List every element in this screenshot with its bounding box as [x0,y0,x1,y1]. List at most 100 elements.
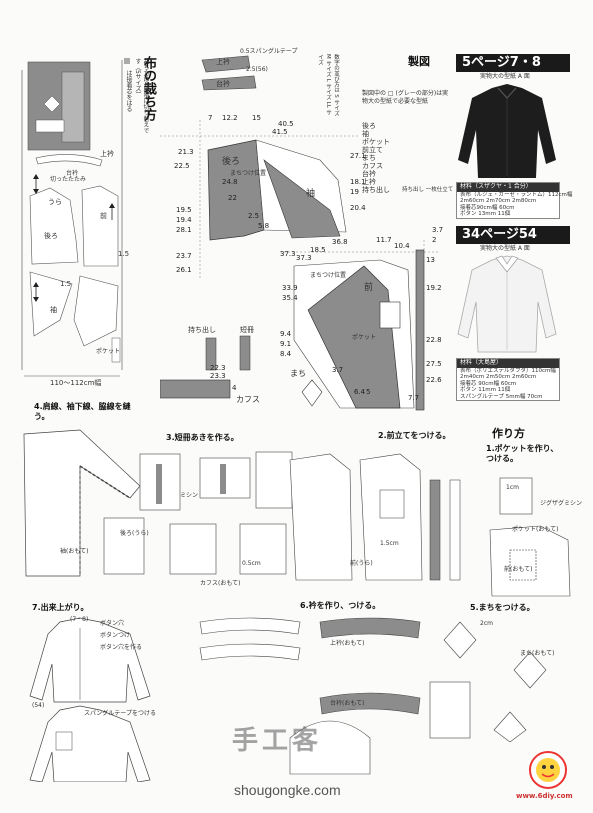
label-seam-2: 1.5 [60,280,72,288]
draft-back-label: 後ろ [222,157,241,167]
product-2-materials: 材料（大島屋） 表布（ポリエステルタフタ）110cm幅 2m40cm 2m50c… [456,358,560,401]
label-ue: 上衿 [100,150,114,158]
white-shirt-photo [457,255,557,353]
piece-4: まち [362,154,376,162]
label-ushiro: 後ろ [44,232,58,240]
product-1-materials: 材料（スザクヤ・1 合分） 表布（ルジェ・ガーゼ・ラントム）112cm幅 2m6… [456,182,573,219]
product-2-mat-3: ボタン 11mm 11個 [460,387,511,393]
dim-left-3: 19.4 [176,216,192,224]
dim-top-4: 41.5 [272,128,288,136]
dim-front-10: 3.7 [332,366,344,374]
dim-fr-3: 19.2 [426,284,442,292]
note-buttonhole: ボタン穴 [100,620,125,627]
cutting-note-1: 裁ち方は4段階に切り替えです（5サイズ） [134,58,149,134]
dim-center-3: 5.8 [258,222,270,230]
product-1-mat-0: 表布（ルジェ・ガーゼ・ラントム）112cm幅 [460,191,573,198]
dim-front-1: 10.4 [394,242,410,250]
dim-left-4: 28.1 [176,226,192,234]
product-2-mat-4: スパングルテープ 5mm幅 70cm [460,393,543,400]
step-6-diagram [199,617,421,775]
stamp-text: www.6diy.com [516,792,573,800]
dim-cuffs-1: 23.3 [210,372,226,380]
step-7-title: 7.出来上がり。 [32,603,89,612]
note-sode-omote: 袖(おもて) [60,548,89,555]
dim-left-2: 19.5 [176,206,192,214]
dim-left-1: 22.5 [174,162,190,170]
dim-fr-4: 22.8 [426,336,442,344]
note-buttonsew: ボタンつけ [100,632,131,639]
black-shirt-photo [458,84,556,178]
draft-cuffs-label: カフス [236,395,260,404]
draft-area: 上衿 台衿 0.5スパングルテープ 2.5(56) 7 12.2 15 40.5… [160,40,450,420]
dim-right-2: 19 [350,188,359,196]
dim-fr-5: 27.5 [426,360,442,368]
logo-text: 手工客 [232,726,323,756]
product-1-mat-3: ボタン 13mm 11個 [460,211,511,217]
label-mae: 前 [100,212,107,220]
draft-diagram [160,55,440,412]
dim-center-1: 22 [228,194,237,202]
note-78: (7・8) [70,616,89,623]
product-1-mat-title: 材料（スザクヤ・1 合分） [457,183,559,192]
product-2-sub: 実物大の型紙 A 面 [480,245,530,252]
note-54: (54) [32,702,45,709]
label-kirikomi: 切ったたたみ [50,176,87,183]
note-buttonhole-make: ボタン穴を作る [100,644,143,651]
dim-right-0: 27.1 [350,152,366,160]
piece-8: 持ち出し [362,186,390,194]
cutting-width: 110〜112cm幅 [50,379,102,387]
dim-left-0: 21.3 [178,148,194,156]
cutting-layout: 布の裁ち方 裁ち方は4段階に切り替えです（5サイズ） は接着芯をはる うら 後ろ… [0,0,160,400]
seizu-title: 製図 [408,55,430,68]
note-05cm: 0.5cm [242,560,261,567]
steps-heading: 作り方 [492,427,525,440]
product-2-mat-title: 材料（大島屋） [457,359,559,368]
draft-tanzaku-label: 短冊 [240,326,254,334]
piece-6: 台衿 [362,170,376,178]
cutting-diagram [21,58,130,377]
dim-front-3: 33.9 [282,284,298,292]
dim-front-7: 8.4 [280,350,292,358]
product-1-banner: 5ページ7・8 [456,54,570,72]
step-3-title: 3.短冊あきを作る。 [166,433,239,442]
product-1-mat-2: 接着芯90cm幅 60cm [460,204,515,211]
dim-center-0: 24.8 [222,178,238,186]
product-2-mat-0: 表布（ポリエステルタフタ）110cm幅 [460,367,556,374]
note-mae-ura: 前(うら) [350,560,373,567]
note-15cm: 1.5cm [380,540,399,547]
dim-center-5: 18.5 [310,246,326,254]
dim-top-2: 15 [252,114,261,122]
cutting-note-2: は接着芯をはる [125,70,132,112]
step-5-diagram [429,621,547,742]
piece-7: 上衿 [362,178,376,186]
step-1-title: 1.ポケットを作り、つける。 [486,444,559,463]
label-dai: 台衿 [66,170,79,177]
cutting-title: 布の裁ち方 [141,56,156,121]
note-pocket: ポケット(おもて) [512,526,559,533]
dim-front-9: 5 [366,388,371,396]
product-1-mat-1: 2m60cm 2m70cm 2m80cm [460,198,537,204]
step-7-diagram [29,617,151,782]
note-ue-omote: 上衿(おもて) [330,640,365,647]
label-sode: 袖 [50,306,57,314]
dim-right-4: 36.8 [332,238,348,246]
note-cuffs-omote: カフス(おもて) [200,580,241,587]
draft-front-label: 前 [364,283,374,293]
piece-note: 持ち出し 一枚仕立て [402,187,454,193]
note-2cm: 2cm [480,620,493,627]
note-ushiro-ura: 後ろ(うら) [120,530,149,537]
step-4-title: 4.肩線、袖下線、脇線を縫う。 [34,402,131,421]
site-url: shougongke.com [234,782,341,798]
step-2-diagram [289,453,461,581]
dim-top-0: 7 [208,114,213,122]
dim-front-5: 9.4 [280,330,292,338]
dim-fr-0: 3.7 [432,226,444,234]
note-zigzag: ジグザグミシン [540,500,583,507]
draft-ue-label: 上衿 [216,58,230,66]
piece-5: カフス [362,162,383,170]
step-4-diagram [23,429,141,577]
dim-front-0: 11.7 [376,236,392,244]
label-ura: うら [48,198,62,206]
dim-right-3: 20.4 [350,204,366,212]
